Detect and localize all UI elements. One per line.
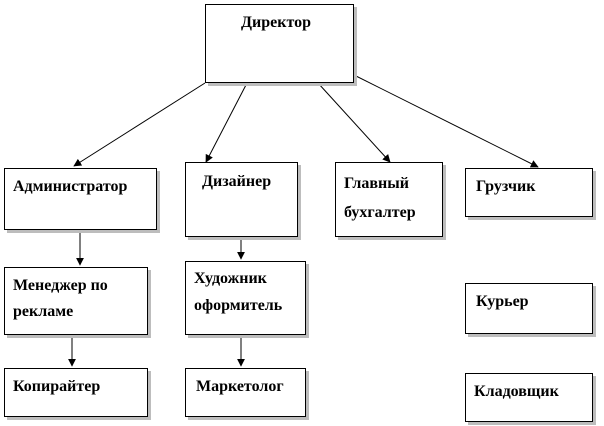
edge-director-administrator: [73, 82, 206, 167]
chief-accountant-box: Главный бухгалтер: [335, 162, 443, 237]
ad-manager-box: Менеджер по рекламе: [4, 267, 148, 335]
copywriter-label: Копирайтер: [13, 378, 101, 395]
loader-label: Грузчик: [476, 178, 536, 195]
artist-designer-box: Художник оформитель: [185, 261, 306, 335]
director-box: Директор: [205, 4, 354, 83]
edge-director-loader: [351, 73, 539, 168]
marketer-box: Маркетолог: [185, 368, 306, 417]
edge-director-chief-accountant: [317, 82, 391, 163]
loader-box: Грузчик: [465, 168, 593, 217]
chief-accountant-label: Главный бухгалтер: [344, 175, 416, 221]
designer-box: Дизайнер: [185, 162, 298, 237]
storekeeper-label: Кладовщик: [474, 383, 559, 400]
storekeeper-box: Кладовщик: [465, 373, 593, 422]
edge-director-designer: [205, 82, 248, 163]
administrator-box: Администратор: [4, 168, 157, 230]
courier-box: Курьер: [465, 283, 593, 334]
courier-label: Курьер: [476, 293, 529, 310]
marketer-label: Маркетолог: [196, 378, 284, 395]
administrator-label: Администратор: [13, 178, 128, 195]
artist-designer-label: Художник оформитель: [194, 270, 283, 314]
director-label: Директор: [241, 14, 311, 31]
designer-label: Дизайнер: [202, 173, 272, 190]
ad-manager-label: Менеджер по рекламе: [13, 277, 108, 320]
copywriter-box: Копирайтер: [4, 368, 148, 417]
